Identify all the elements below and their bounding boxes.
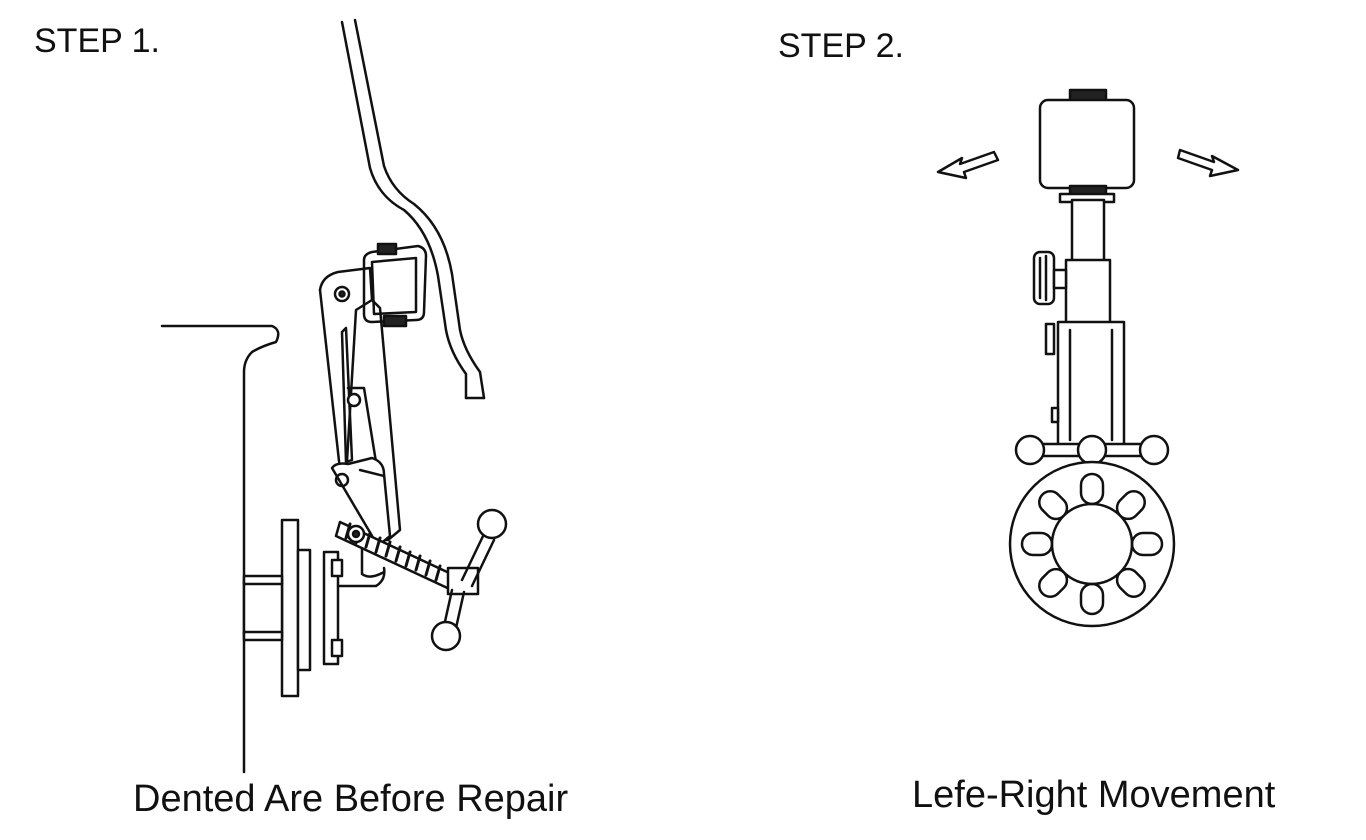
pressure-pad <box>364 244 426 326</box>
vertical-column <box>1046 200 1124 446</box>
threaded-screw <box>336 522 460 592</box>
step-1-caption: Dented Are Before Repair <box>133 778 569 820</box>
step-2-illustration <box>938 90 1238 626</box>
step-2-caption: Lefe-Right Movement <box>912 774 1276 816</box>
right-arrow-icon <box>1178 150 1238 176</box>
step-1-label: STEP 1. <box>34 22 160 60</box>
pad-head <box>1040 90 1134 202</box>
crossbar <box>1016 436 1168 496</box>
slotted-plate <box>1010 462 1174 626</box>
step-1-illustration <box>162 20 506 772</box>
locking-knob <box>1034 252 1066 304</box>
vehicle-body-profile <box>162 326 278 772</box>
wheel-hub-flange <box>244 520 384 696</box>
adjustable-arm <box>320 268 400 577</box>
dented-panel <box>342 20 484 398</box>
t-handle <box>432 510 506 650</box>
left-arrow-icon <box>938 152 998 178</box>
step-2-label: STEP 2. <box>778 27 904 65</box>
